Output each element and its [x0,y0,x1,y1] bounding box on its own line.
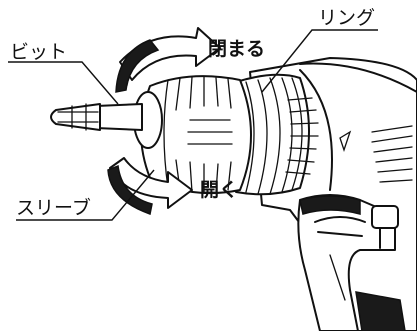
label-open: 開く [200,179,238,201]
sleeve [133,75,252,195]
label-ring: リング [318,7,375,29]
bit-leader [8,61,119,105]
label-bit: ビット [10,41,67,63]
ring [235,73,319,196]
sleeve-leader [16,169,155,221]
ring-leader [261,29,378,93]
label-close: 閉まる [208,38,265,60]
label-sleeve: スリーブ [16,196,91,219]
bit [50,103,143,131]
rotation-back-arrows [107,39,160,215]
